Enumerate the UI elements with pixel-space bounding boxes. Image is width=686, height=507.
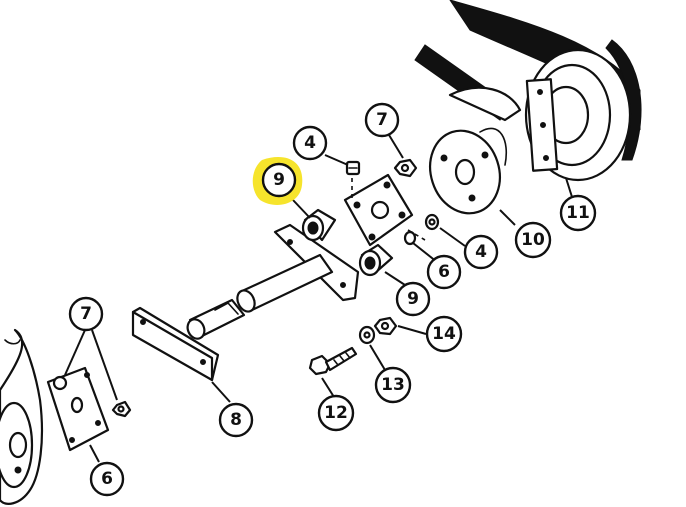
svg-text:7: 7	[80, 304, 92, 324]
callout-12: 12	[317, 394, 355, 432]
bearing-plate-left	[46, 366, 110, 452]
nut-4-top	[345, 160, 361, 176]
left-pulley-assembly	[0, 328, 44, 505]
callout-9-bottom: 9	[395, 281, 431, 317]
svg-text:6: 6	[101, 469, 113, 489]
svg-text:9: 9	[273, 170, 285, 190]
svg-text:10: 10	[521, 230, 545, 250]
callout-6-right: 6	[426, 254, 462, 290]
leader-lines	[64, 134, 573, 463]
svg-text:8: 8	[230, 410, 242, 430]
callout-4-top: 4	[292, 125, 328, 161]
callout-13: 13	[374, 366, 412, 404]
bearing-plate-right	[343, 173, 426, 247]
svg-text:7: 7	[376, 110, 388, 130]
nut-6-right	[403, 230, 417, 246]
hub-flange	[429, 86, 522, 215]
callout-9-highlighted: 9	[261, 162, 297, 198]
callout-10: 10	[514, 221, 552, 259]
washer-13	[358, 325, 376, 345]
pulley-assembly	[524, 48, 632, 182]
svg-text:12: 12	[324, 403, 348, 423]
callout-8: 8	[218, 402, 254, 438]
svg-text:4: 4	[475, 242, 487, 262]
nut-4-right	[424, 213, 440, 231]
svg-text:11: 11	[566, 203, 590, 223]
bolt-12	[308, 346, 358, 376]
callout-14: 14	[425, 315, 463, 353]
svg-text:4: 4	[304, 133, 316, 153]
callout-7-top: 7	[364, 102, 400, 138]
bushing-9-top	[301, 208, 337, 242]
callout-11: 11	[559, 194, 597, 232]
nut-7-top	[393, 158, 418, 178]
svg-text:13: 13	[381, 375, 405, 395]
callout-4-right: 4	[463, 234, 499, 270]
nut-14	[373, 316, 398, 336]
callout-6-left: 6	[89, 461, 125, 497]
drive-shaft	[186, 253, 334, 340]
bushing-9-bottom	[358, 243, 394, 277]
svg-text:9: 9	[407, 289, 419, 309]
svg-text:6: 6	[438, 262, 450, 282]
shaft-plate-8	[131, 306, 220, 382]
callout-7-left: 7	[68, 296, 104, 332]
svg-text:14: 14	[432, 324, 456, 344]
nut-7-left	[111, 400, 132, 418]
